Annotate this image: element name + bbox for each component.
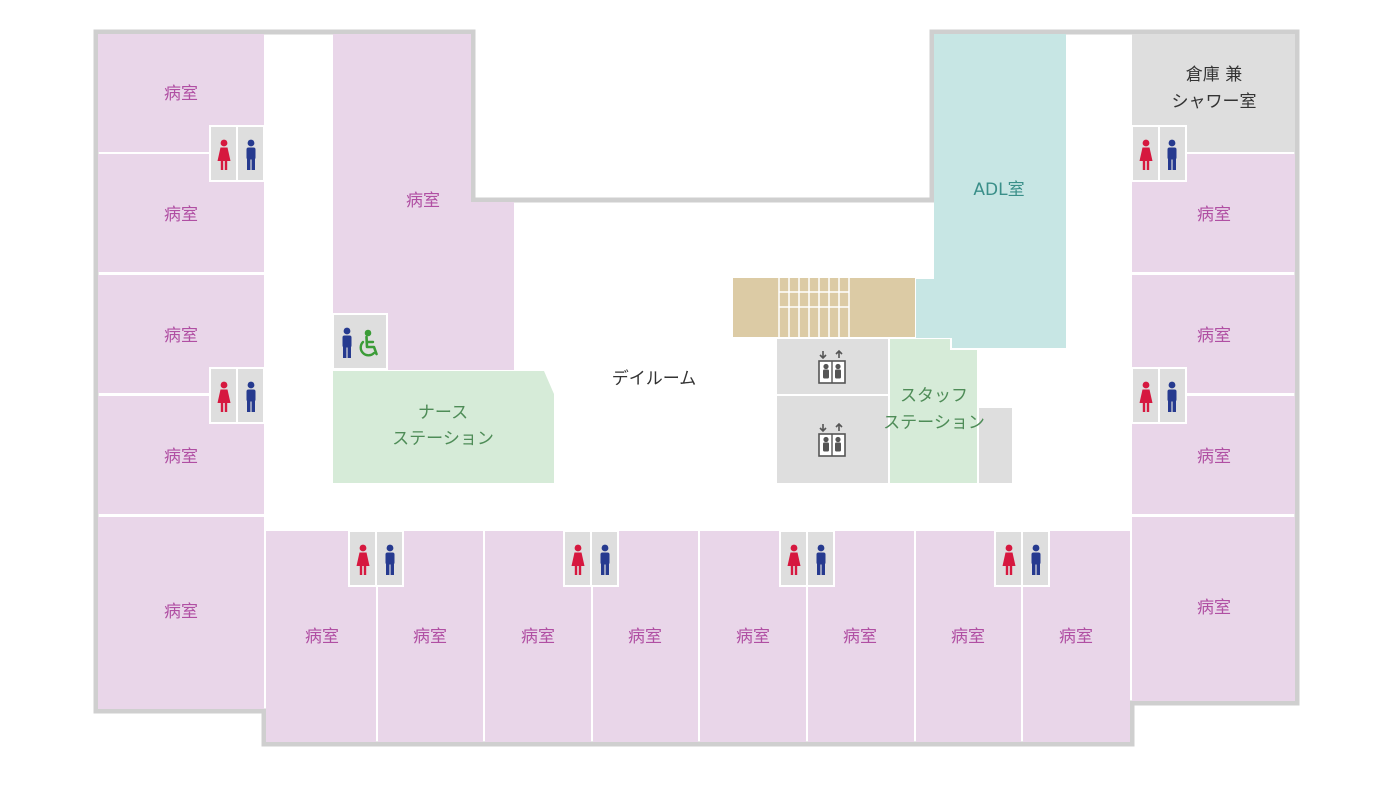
nurse-station-label-line2: ステーション — [392, 429, 494, 449]
room-right-4 — [1132, 517, 1295, 701]
adl-label: ADL室 — [973, 180, 1024, 200]
dayroom-label: デイルーム — [612, 368, 697, 389]
restroom-right-1 — [1131, 125, 1187, 182]
stairs-steps — [778, 278, 850, 337]
storage-label-line2: シャワー室 — [1172, 92, 1257, 112]
room-label: 病室 — [164, 326, 198, 346]
room-label: 病室 — [164, 602, 198, 622]
room-label: 病室 — [843, 627, 877, 647]
room-label: 病室 — [305, 627, 339, 647]
staff-station — [890, 339, 977, 483]
room-label: 病室 — [1197, 598, 1231, 618]
restroom-bottom-2 — [563, 530, 619, 587]
restroom-left-2 — [209, 367, 265, 424]
room-label: 病室 — [1059, 627, 1093, 647]
restroom-left-1 — [209, 125, 265, 182]
accessible-restroom — [332, 313, 388, 370]
staff-storage — [979, 408, 1012, 483]
restroom-right-2 — [1131, 367, 1187, 424]
room-label: 病室 — [521, 627, 555, 647]
nurse-station — [333, 371, 554, 483]
room-label: 病室 — [164, 447, 198, 467]
restroom-bottom-4 — [994, 530, 1050, 587]
room-inner — [333, 34, 514, 370]
restroom-bottom-3 — [779, 530, 835, 587]
room-label: 病室 — [164, 205, 198, 225]
room-label: 病室 — [1197, 205, 1231, 225]
nurse-station-label-line1: ナース — [418, 403, 468, 423]
room-label: 病室 — [628, 627, 662, 647]
room-label: 病室 — [1197, 326, 1231, 346]
staff-station-label-line1: スタッフ — [900, 386, 968, 406]
room-label: 病室 — [406, 191, 440, 211]
room-label: 病室 — [1197, 447, 1231, 467]
restroom-bottom-1 — [348, 530, 404, 587]
storage-label-line1: 倉庫 兼 — [1186, 65, 1242, 85]
adl-room — [916, 34, 1066, 348]
room-label: 病室 — [736, 627, 770, 647]
room-left-5 — [98, 517, 264, 709]
staff-station-label-line2: ステーション — [883, 413, 985, 433]
room-label: 病室 — [413, 627, 447, 647]
room-label: 病室 — [951, 627, 985, 647]
room-label: 病室 — [164, 84, 198, 104]
